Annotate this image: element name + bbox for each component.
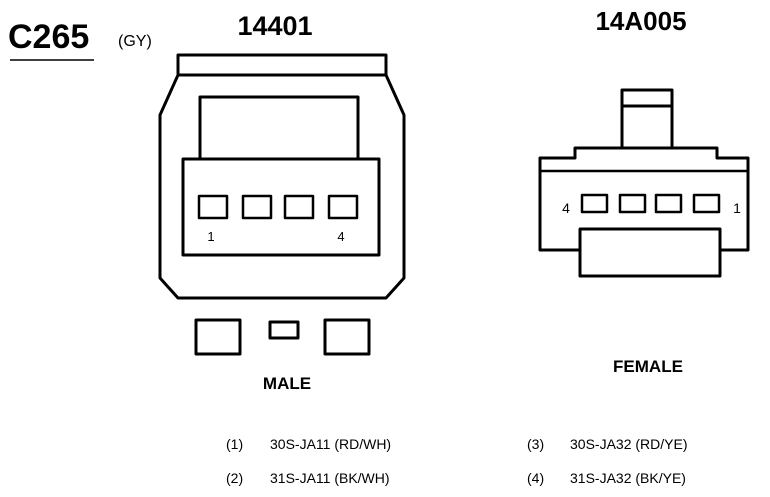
male-tab-left	[194, 318, 242, 356]
pin-circuit: 31S-JA11 (BK/WH)	[270, 470, 390, 486]
female-pin-cavity	[580, 193, 609, 214]
female-connector: 4 1	[538, 88, 750, 278]
male-pin-cavity	[241, 194, 273, 220]
female-pin-label-last: 1	[733, 200, 741, 216]
female-pin-cavity	[654, 193, 683, 214]
male-pin-label-first: 1	[207, 229, 214, 244]
pin-table: (1) 30S-JA11 (RD/WH) (2) 31S-JA11 (BK/WH…	[226, 436, 687, 486]
female-part-number: 14A005	[595, 6, 686, 36]
pin-circuit: 30S-JA32 (RD/YE)	[570, 436, 687, 452]
female-lower-tab	[578, 227, 722, 278]
connector-id: C265	[8, 18, 89, 56]
male-pin-cavity	[197, 194, 229, 220]
pin-number: (1)	[226, 436, 243, 452]
male-pin-label-last: 4	[337, 229, 344, 244]
pin-number: (4)	[527, 470, 544, 486]
male-label: MALE	[263, 374, 311, 393]
male-tab-right	[323, 318, 371, 356]
male-pin-cavity	[283, 194, 315, 220]
male-connector: 1 4	[158, 53, 406, 356]
female-pin-label-first: 4	[562, 200, 570, 216]
female-top-tab	[620, 88, 674, 108]
female-label: FEMALE	[613, 357, 683, 376]
pin-circuit: 31S-JA32 (BK/YE)	[570, 470, 686, 486]
pin-number: (2)	[226, 470, 243, 486]
connector-color-code: (GY)	[118, 33, 152, 50]
female-pin-cavity	[692, 193, 721, 214]
male-latch-window	[198, 95, 360, 161]
male-part-number: 14401	[237, 11, 312, 41]
male-tab-center	[268, 320, 300, 340]
male-pin-face	[181, 157, 381, 257]
female-pin-cavity	[618, 193, 647, 214]
male-pin-cavity	[327, 194, 359, 220]
female-latch	[620, 104, 674, 150]
male-top-latch	[176, 53, 388, 77]
pin-circuit: 30S-JA11 (RD/WH)	[270, 436, 391, 452]
male-housing	[158, 73, 406, 300]
pin-number: (3)	[527, 436, 544, 452]
